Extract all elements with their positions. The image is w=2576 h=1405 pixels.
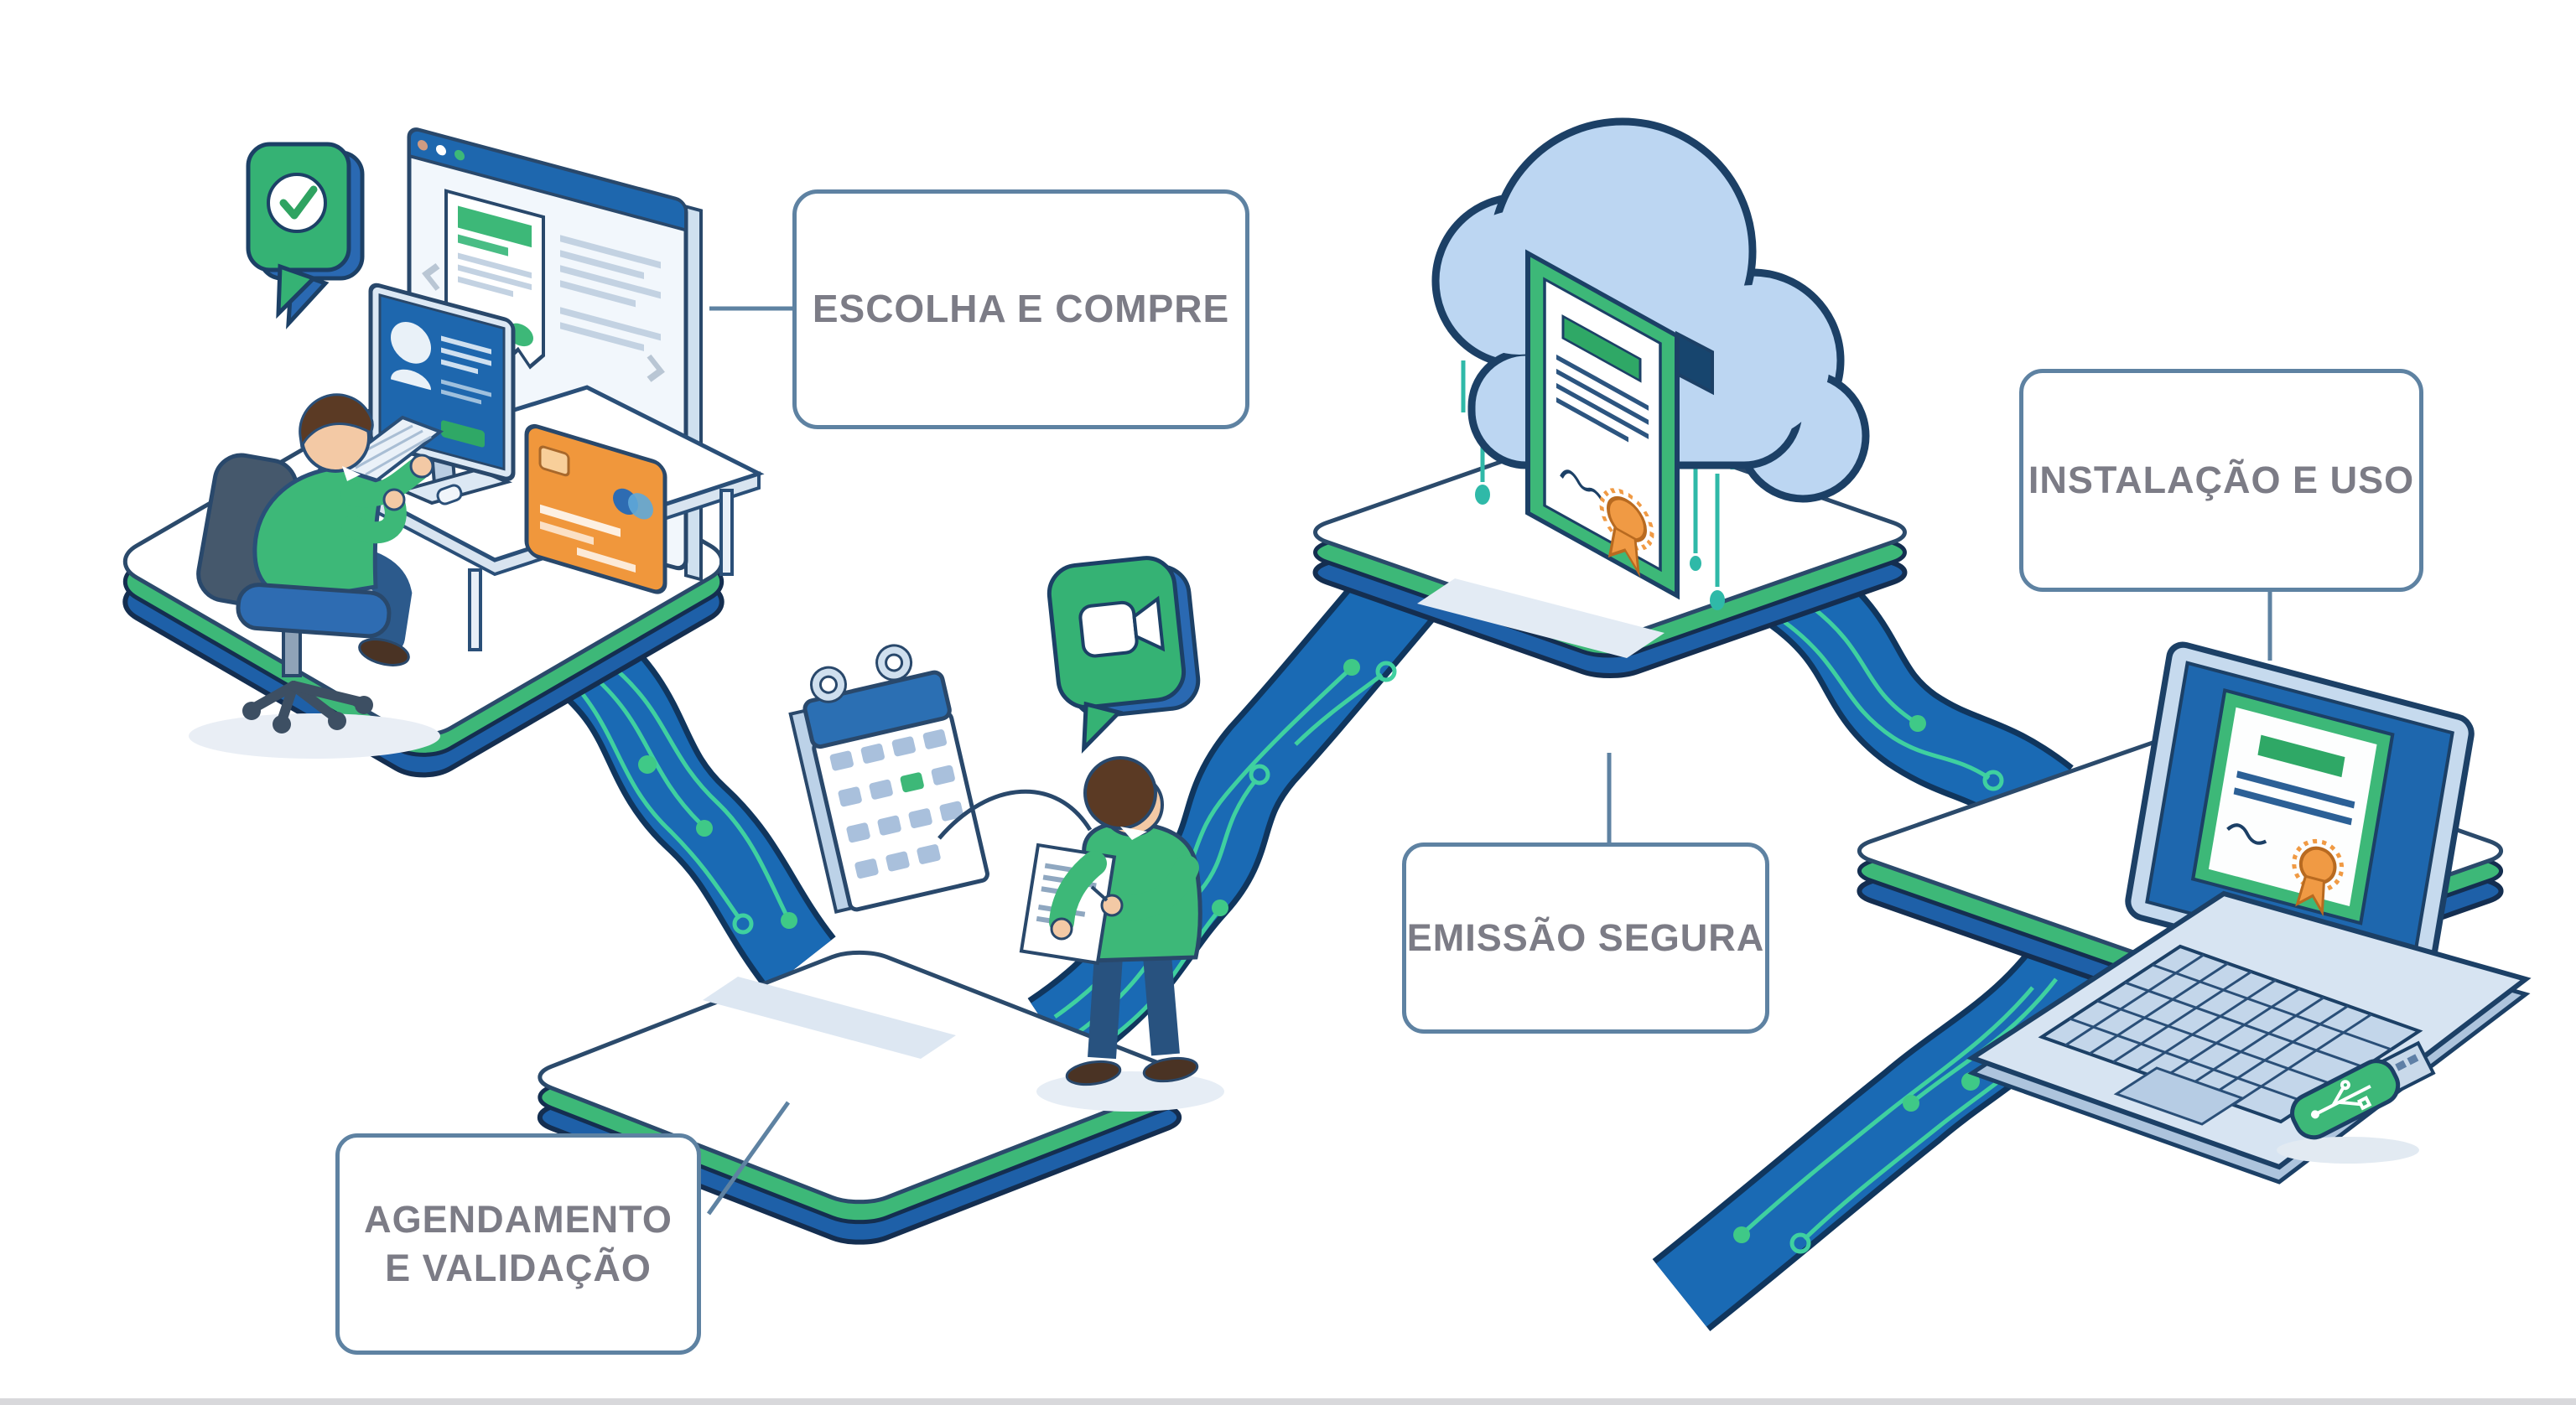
step-label-escolha-e-compre: ESCOLHA E COMPRE (792, 189, 1249, 429)
callout-connectors (706, 306, 2272, 1216)
step-label-text: ESCOLHA E COMPRE (812, 287, 1230, 331)
step-label-emissao-segura: EMISSÃO SEGURA (1402, 842, 1769, 1034)
step-label-text: EMISSÃO SEGURA (1406, 915, 1765, 959)
laptop-icon (1966, 641, 2532, 1185)
scene-instalacao-e-uso (1966, 641, 2532, 1185)
browser-text-lines (560, 235, 661, 352)
shoe (358, 638, 410, 666)
circuit-path-step1-step2 (550, 619, 837, 992)
calendar-grid (829, 728, 963, 879)
person-standing (1019, 756, 1202, 1086)
circuit-path-step3-step4 (1767, 555, 2074, 837)
usb-shadow (2277, 1137, 2419, 1164)
signature (1560, 469, 1603, 500)
trackpad-icon (2113, 1066, 2246, 1126)
step-label-instalacao-e-uso: INSTALAÇÃO E USO (2019, 369, 2423, 592)
credit-card-icon (524, 423, 667, 594)
step-label-text-line2: E VALIDAÇÃO (385, 1247, 652, 1289)
certificate-shadow (1417, 578, 1665, 658)
bottom-edge-strip (0, 1398, 2576, 1405)
step-label-text: INSTALAÇÃO E USO (2028, 458, 2415, 501)
chair-seat (236, 583, 392, 639)
scene-escolha-e-compre (189, 127, 765, 759)
check-bubble-icon (246, 142, 365, 329)
usb-symbol-icon (2315, 1080, 2372, 1116)
trace-node (696, 820, 713, 837)
office-chair-icon (196, 453, 373, 734)
cloud-icon (1431, 117, 1870, 503)
card-chip-icon (538, 445, 570, 477)
chevron-right-icon (647, 354, 665, 382)
person-shadow (1036, 1071, 1224, 1112)
chair-shadow (189, 713, 440, 759)
window-dot-icon (418, 140, 428, 151)
chevron-left-icon (422, 262, 440, 291)
avatar (391, 322, 431, 364)
video-call-bubble-icon (1046, 556, 1201, 754)
mouse-icon (436, 484, 463, 505)
calendar-shadow (703, 977, 956, 1059)
step-label-text-line1: AGENDAMENTO (364, 1197, 673, 1241)
step-label-agendamento-e-validacao: AGENDAMENTO E VALIDAÇÃO (335, 1133, 701, 1355)
scene-agendamento-e-validacao (703, 556, 1224, 1112)
certificate-icon (1525, 249, 1680, 600)
connector-curve (937, 789, 1093, 840)
calendar-icon (788, 644, 989, 914)
usb-token-icon (2290, 1040, 2436, 1140)
person-sitting (236, 393, 434, 666)
circuit-path-step4-exit (1652, 929, 2118, 1331)
hair (1083, 756, 1157, 830)
hair (299, 393, 374, 448)
scene-emissao-segura (1417, 117, 1870, 658)
camera-icon (1078, 600, 1139, 658)
